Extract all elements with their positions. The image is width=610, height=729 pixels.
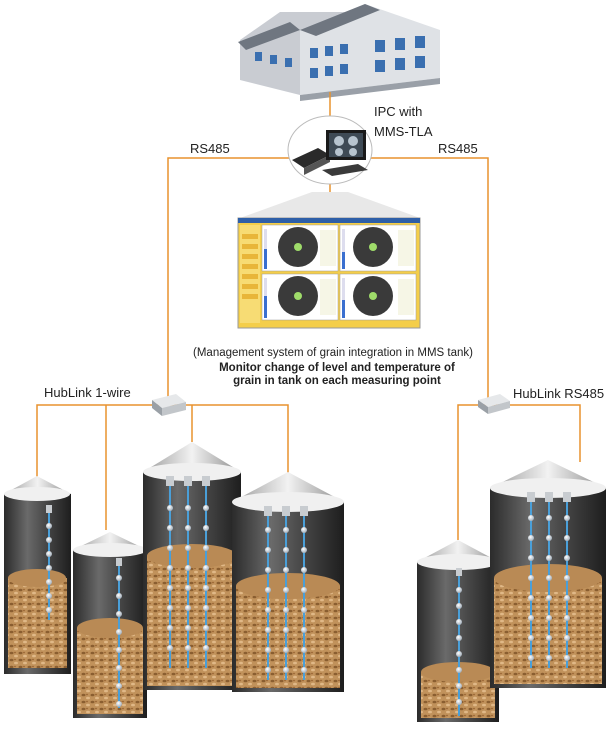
silo-5 xyxy=(417,540,499,722)
silo-4 xyxy=(232,472,344,692)
hublink-1wire-device-icon xyxy=(152,394,186,416)
silo-2 xyxy=(73,532,147,718)
ipc-label-line1: IPC with xyxy=(374,104,423,119)
silo-1 xyxy=(4,476,71,674)
hublink-1wire-label: HubLink 1-wire xyxy=(44,385,131,400)
hublink-rs485-device-icon xyxy=(478,394,510,414)
screen-callout xyxy=(240,192,420,218)
hublink-rs485-label: HubLink RS485 xyxy=(513,386,605,401)
rs485-left-label: RS485 xyxy=(190,141,230,156)
rs485-right-label: RS485 xyxy=(438,141,478,156)
ipc-label-line2: MMS-TLA xyxy=(374,124,433,139)
monitor-caption-line1: Monitor change of level and temperature … xyxy=(219,362,455,374)
tank-panel xyxy=(339,224,417,272)
building-icon xyxy=(238,4,440,101)
tank-panel xyxy=(261,273,339,321)
ipc-computer-icon xyxy=(287,115,373,185)
tank-panel xyxy=(339,273,417,321)
ipc-label: IPC with MMS-TLA xyxy=(374,102,433,142)
management-caption-text: (Management system of grain integration … xyxy=(193,347,473,359)
silo-6 xyxy=(490,460,606,688)
monitor-caption: Monitor change of level and temperature … xyxy=(0,362,610,388)
management-caption: (Management system of grain integration … xyxy=(0,347,610,359)
mms-screen xyxy=(237,217,421,329)
silo-3 xyxy=(143,442,241,690)
monitor-caption-line2: grain in tank on each measuring point xyxy=(233,375,441,387)
tank-panel xyxy=(261,224,339,272)
